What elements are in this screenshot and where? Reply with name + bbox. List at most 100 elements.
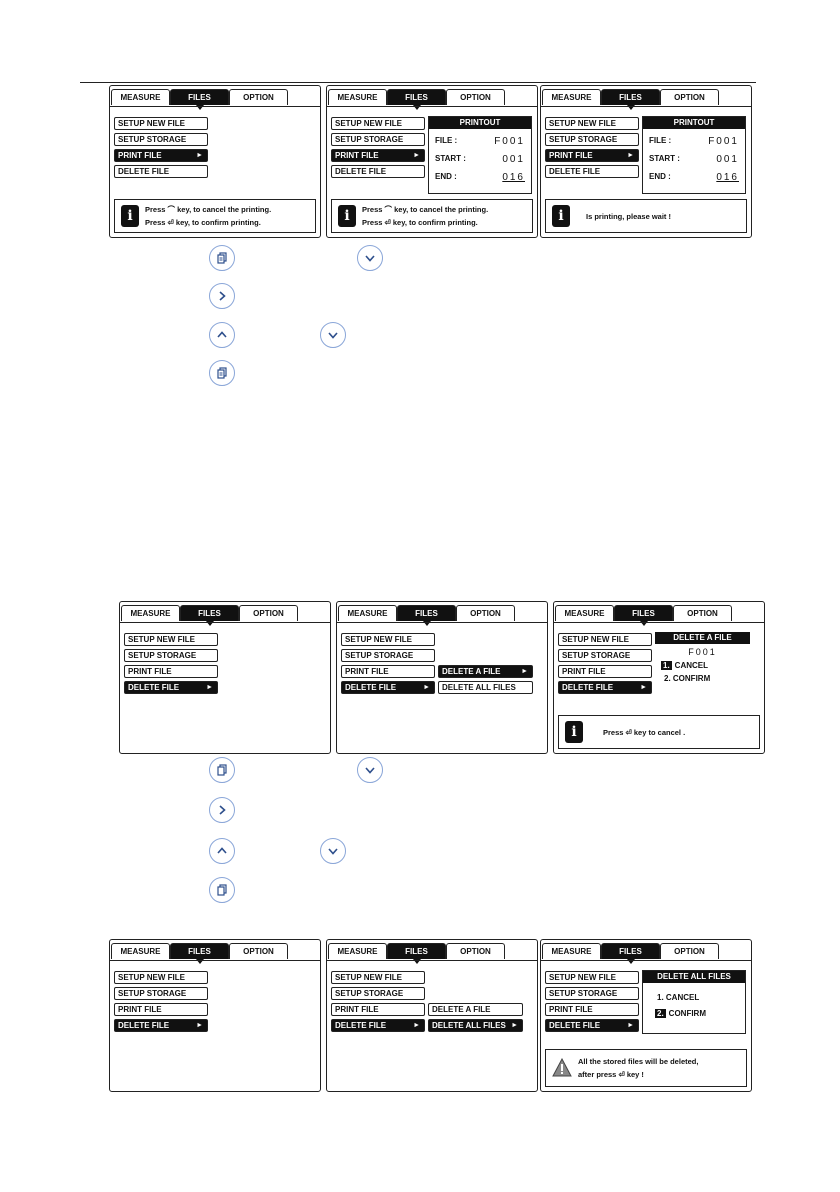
menu-item-print-file[interactable]: PRINT FILE►: [545, 149, 639, 162]
menu-item-print-file[interactable]: PRINT FILE►: [114, 149, 208, 162]
panel-title: DELETE A FILE: [655, 632, 750, 644]
menu-item-setup-new-file[interactable]: SETUP NEW FILE: [124, 633, 218, 646]
menu-item-delete-file[interactable]: DELETE FILE►: [545, 1019, 639, 1032]
chevron-down-icon[interactable]: [357, 245, 383, 271]
chevron-up-icon[interactable]: [209, 322, 235, 348]
tab-measure[interactable]: MEASURE: [555, 605, 614, 621]
enter-key-icon[interactable]: [209, 360, 235, 386]
chevron-down-icon[interactable]: [320, 322, 346, 348]
file-value[interactable]: F001: [494, 136, 525, 147]
tab-measure[interactable]: MEASURE: [121, 605, 180, 621]
option-cancel[interactable]: 1. CANCEL: [657, 993, 700, 1002]
menu-item-print-file[interactable]: PRINT FILE: [341, 665, 435, 678]
screen-print-menu: MEASURE FILES OPTION SETUP NEW FILE SETU…: [109, 85, 321, 238]
menu-item-delete-file[interactable]: DELETE FILE: [114, 165, 208, 178]
menu-item-delete-file[interactable]: DELETE FILE►: [124, 681, 218, 694]
menu-item-setup-new-file[interactable]: SETUP NEW FILE: [331, 971, 425, 984]
tab-option[interactable]: OPTION: [446, 89, 505, 105]
tab-files[interactable]: FILES: [614, 605, 673, 626]
menu-item-setup-storage[interactable]: SETUP STORAGE: [545, 987, 639, 1000]
submenu-delete-a-file[interactable]: DELETE A FILE: [428, 1003, 523, 1016]
screen-printing: MEASURE FILES OPTION SETUP NEW FILE SETU…: [540, 85, 752, 238]
menu-item-print-file[interactable]: PRINT FILE: [558, 665, 652, 678]
option-confirm[interactable]: 2. CONFIRM: [664, 674, 711, 683]
tab-files[interactable]: FILES: [387, 943, 446, 964]
tab-measure[interactable]: MEASURE: [542, 943, 601, 959]
menu-item-delete-file[interactable]: DELETE FILE►: [114, 1019, 208, 1032]
tab-files[interactable]: FILES: [170, 89, 229, 110]
tab-option[interactable]: OPTION: [673, 605, 732, 621]
menu-item-setup-storage[interactable]: SETUP STORAGE: [341, 649, 435, 662]
menu-item-print-file[interactable]: PRINT FILE: [114, 1003, 208, 1016]
tab-files[interactable]: FILES: [601, 89, 660, 110]
menu-item-setup-new-file[interactable]: SETUP NEW FILE: [114, 117, 208, 130]
tab-measure[interactable]: MEASURE: [328, 943, 387, 959]
menu-item-setup-new-file[interactable]: SETUP NEW FILE: [545, 117, 639, 130]
menu-item-delete-file[interactable]: DELETE FILE►: [331, 1019, 425, 1032]
menu-item-delete-file[interactable]: DELETE FILE►: [341, 681, 435, 694]
tab-measure[interactable]: MEASURE: [542, 89, 601, 105]
tab-files[interactable]: FILES: [180, 605, 239, 626]
menu-item-print-file[interactable]: PRINT FILE: [331, 1003, 425, 1016]
chevron-right-icon[interactable]: [209, 797, 235, 823]
submenu-delete-a-file[interactable]: DELETE A FILE►: [438, 665, 533, 678]
start-value[interactable]: 001: [502, 154, 525, 165]
menu-item-setup-storage[interactable]: SETUP STORAGE: [114, 133, 208, 146]
menu-item-setup-new-file[interactable]: SETUP NEW FILE: [341, 633, 435, 646]
tab-measure[interactable]: MEASURE: [111, 943, 170, 959]
menu-item-setup-new-file[interactable]: SETUP NEW FILE: [545, 971, 639, 984]
end-value[interactable]: 016: [502, 172, 525, 183]
menu-item-print-file[interactable]: PRINT FILE: [545, 1003, 639, 1016]
cancel-key-icon: ⌒: [167, 205, 176, 214]
chevron-right-icon[interactable]: [209, 283, 235, 309]
menu-item-setup-storage[interactable]: SETUP STORAGE: [558, 649, 652, 662]
tab-measure[interactable]: MEASURE: [111, 89, 170, 105]
tab-option[interactable]: OPTION: [446, 943, 505, 959]
tab-measure[interactable]: MEASURE: [338, 605, 397, 621]
menu-item-print-file[interactable]: PRINT FILE►: [331, 149, 425, 162]
tab-option[interactable]: OPTION: [229, 943, 288, 959]
menu-item-setup-storage[interactable]: SETUP STORAGE: [114, 987, 208, 1000]
option-cancel[interactable]: 1.CANCEL: [661, 661, 709, 670]
menu-item-setup-storage[interactable]: SETUP STORAGE: [331, 133, 425, 146]
menu-item-setup-storage[interactable]: SETUP STORAGE: [331, 987, 425, 1000]
chevron-down-icon[interactable]: [357, 757, 383, 783]
tab-measure[interactable]: MEASURE: [328, 89, 387, 105]
enter-key-icon[interactable]: [209, 245, 235, 271]
printout-title: PRINTOUT: [429, 117, 531, 129]
menu-item-setup-storage[interactable]: SETUP STORAGE: [124, 649, 218, 662]
menu-item-setup-storage[interactable]: SETUP STORAGE: [545, 133, 639, 146]
file-name: F001: [688, 647, 717, 657]
menu-item-setup-new-file[interactable]: SETUP NEW FILE: [331, 117, 425, 130]
tab-option[interactable]: OPTION: [239, 605, 298, 621]
tab-files[interactable]: FILES: [397, 605, 456, 626]
tab-files[interactable]: FILES: [170, 943, 229, 964]
menu-item-delete-file[interactable]: DELETE FILE►: [558, 681, 652, 694]
printing-message: Is printing, please wait !: [586, 211, 672, 221]
header-rule: [80, 82, 756, 83]
menu-item-delete-file[interactable]: DELETE FILE: [331, 165, 425, 178]
info-icon: i: [121, 205, 139, 227]
enter-key-icon[interactable]: [209, 757, 235, 783]
printing-status-box: i Is printing, please wait !: [545, 199, 747, 233]
option-confirm[interactable]: 2.CONFIRM: [655, 1009, 706, 1018]
print-hint-box: i Press ⌒ key, to cancel the printing. P…: [114, 199, 316, 233]
submenu-delete-all-files[interactable]: DELETE ALL FILES►: [428, 1019, 523, 1032]
menu-item-print-file[interactable]: PRINT FILE: [124, 665, 218, 678]
tab-files[interactable]: FILES: [387, 89, 446, 110]
tab-option[interactable]: OPTION: [456, 605, 515, 621]
chevron-up-icon[interactable]: [209, 838, 235, 864]
submenu-delete-all-files[interactable]: DELETE ALL FILES: [438, 681, 533, 694]
menu-item-delete-file[interactable]: DELETE FILE: [545, 165, 639, 178]
menu-item-setup-new-file[interactable]: SETUP NEW FILE: [114, 971, 208, 984]
tab-option[interactable]: OPTION: [660, 943, 719, 959]
tab-option[interactable]: OPTION: [660, 89, 719, 105]
enter-key-icon[interactable]: [209, 877, 235, 903]
screen-delete-submenu: MEASURE FILES OPTION SETUP NEW FILE SETU…: [336, 601, 548, 754]
chevron-down-icon[interactable]: [320, 838, 346, 864]
menu-item-setup-new-file[interactable]: SETUP NEW FILE: [558, 633, 652, 646]
delete-cancel-hint: i Press ⏎ key to cancel .: [558, 715, 760, 749]
tab-option[interactable]: OPTION: [229, 89, 288, 105]
info-icon: i: [565, 721, 583, 743]
tab-files[interactable]: FILES: [601, 943, 660, 964]
